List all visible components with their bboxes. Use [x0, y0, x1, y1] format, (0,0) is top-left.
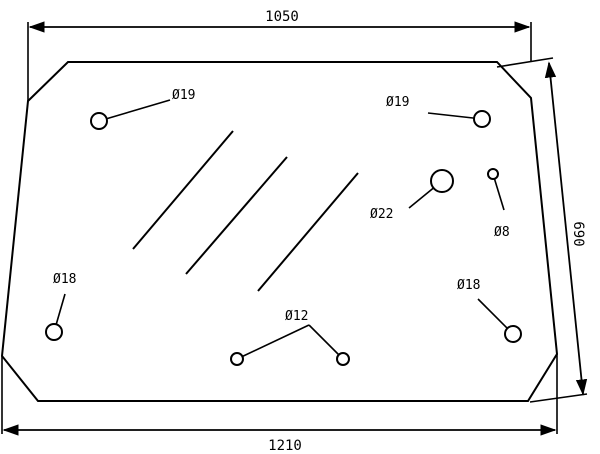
hole-d19-top-right: Ø19: [386, 95, 491, 128]
hole-d12-pair: Ø12: [230, 309, 350, 366]
hole-label: Ø19: [172, 88, 195, 103]
hole-d8: Ø8: [487, 168, 510, 240]
hole-d22: Ø22: [370, 169, 454, 222]
bottom-width-label: 1210: [268, 438, 302, 454]
top-width-dimension: 1050: [27, 9, 532, 101]
hole-label: Ø19: [386, 95, 409, 110]
hole-label: Ø12: [285, 309, 308, 324]
top-width-label: 1050: [265, 9, 299, 25]
hole-label: Ø18: [53, 272, 76, 287]
hole-label: Ø8: [494, 225, 510, 240]
hole-label: Ø18: [457, 278, 480, 293]
hole-d18-right: Ø18: [457, 278, 522, 343]
glass-hatch: [132, 130, 359, 292]
hole-d19-top-left: Ø19: [90, 88, 195, 130]
hole-label: Ø22: [370, 207, 393, 222]
height-label: 690: [570, 221, 586, 246]
hole-d18-left: Ø18: [45, 272, 76, 341]
glass-panel-outline: [0, 61, 559, 402]
height-dimension: 690: [496, 57, 588, 403]
